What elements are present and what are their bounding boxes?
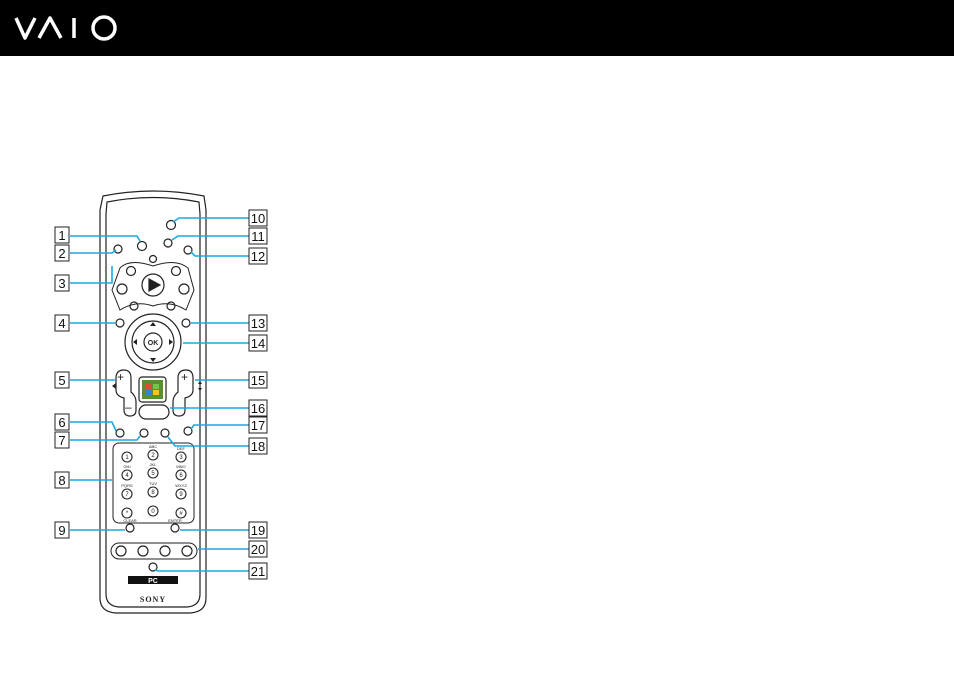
blue-button (182, 546, 192, 556)
recorded-tv-button (116, 429, 124, 437)
callout-21: 21 (251, 564, 265, 579)
callout-1: 1 (58, 228, 65, 243)
record-tv-button (164, 239, 172, 247)
key-2: 2 (151, 453, 155, 459)
zoom-button (161, 429, 169, 437)
callout-line-1 (70, 236, 140, 241)
key-9: 9 (179, 492, 183, 498)
callout-18: 18 (251, 439, 265, 454)
callout-9: 9 (58, 523, 65, 538)
pause-button (172, 267, 181, 276)
replay-button (130, 302, 138, 310)
guide-button (114, 245, 122, 253)
callout-line-11 (172, 236, 249, 240)
key-3: 3 (179, 455, 183, 461)
pc-label: PC (148, 578, 158, 585)
callout-16: 16 (251, 401, 265, 416)
clear-label: CLEAR (123, 518, 136, 523)
callout-5: 5 (58, 373, 65, 388)
key-0: 0 (151, 509, 155, 515)
callout-20: 20 (251, 542, 265, 557)
svg-text:–: – (125, 400, 132, 414)
callout-19: 19 (251, 523, 265, 538)
callout-3: 3 (58, 276, 65, 291)
callout-14: 14 (251, 336, 265, 351)
key-4: 4 (125, 473, 129, 479)
callout-10: 10 (251, 211, 265, 226)
key-4-letters: GHI (123, 464, 130, 469)
mute-button (139, 405, 169, 419)
callout-17: 17 (251, 418, 265, 433)
callout-line-21 (155, 570, 249, 571)
back-button (116, 319, 124, 327)
key-5: 5 (151, 471, 155, 477)
key-1: 1 (125, 455, 129, 461)
svg-text:+: + (117, 370, 124, 384)
key-5-letters: JKL (150, 462, 158, 467)
callout-15: 15 (251, 373, 265, 388)
red-button (116, 546, 126, 556)
enter-label: ENTER (168, 518, 182, 523)
fast-forward-button (179, 284, 189, 294)
svg-text:–: – (176, 400, 183, 414)
callout-line-2 (70, 250, 116, 253)
key-7: 7 (125, 492, 129, 498)
rewind-button (117, 284, 127, 294)
key-9-letters: WXYZ (175, 483, 187, 488)
callout-line-18 (168, 437, 249, 446)
ok-label: OK (148, 340, 159, 347)
sony-brand: SONY (140, 595, 166, 604)
enter-button (171, 524, 179, 532)
callout-line-7 (70, 436, 140, 440)
key-hash: # (179, 511, 183, 517)
callout-2: 2 (58, 246, 65, 261)
clear-button (126, 524, 134, 532)
callout-6: 6 (58, 415, 65, 430)
callout-8: 8 (58, 473, 65, 488)
key-8-letters: TUV (149, 481, 157, 486)
windows-start-icon (142, 380, 163, 399)
callout-13: 13 (251, 316, 265, 331)
key-6-letters: MNO (176, 464, 185, 469)
callout-line-10 (173, 218, 249, 222)
yellow-button (160, 546, 170, 556)
callout-line-6 (70, 422, 116, 431)
more-info-button (138, 242, 147, 251)
key-6: 6 (179, 473, 183, 479)
callout-4: 4 (58, 316, 65, 331)
callout-7: 7 (58, 433, 65, 448)
more-info-side-button (182, 319, 190, 327)
svg-text:+: + (181, 370, 188, 384)
callout-12: 12 (251, 249, 265, 264)
dvd-menu-button (140, 429, 148, 437)
skip-button (167, 302, 175, 310)
color-buttons-frame (111, 543, 197, 559)
key-7-letters: PQRS (121, 483, 133, 488)
key-8: 8 (151, 490, 155, 496)
record-button (127, 267, 136, 276)
green-button (138, 546, 148, 556)
volume-icon (112, 383, 116, 389)
stop-button (150, 256, 157, 263)
callout-11: 11 (251, 229, 265, 244)
key-star: * (126, 511, 129, 517)
key-2-letters: ABC (149, 444, 157, 449)
